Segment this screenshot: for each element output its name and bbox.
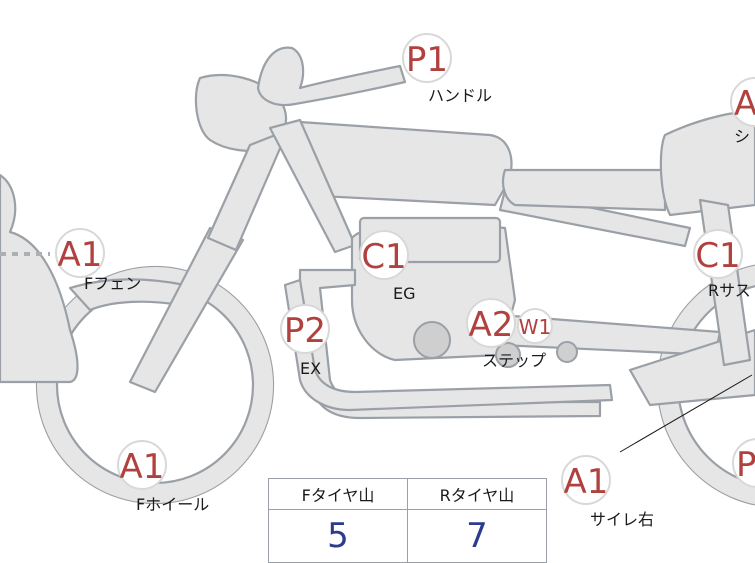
svg-text:W1: W1 <box>519 315 552 339</box>
engine-cover <box>413 321 451 359</box>
svg-text:C1: C1 <box>361 237 406 277</box>
label-handle: ハンドル <box>428 86 492 105</box>
badge-a1-silencer: A1 <box>561 455 611 505</box>
badge-a1-seat: A <box>730 77 755 127</box>
rear-tire-value: 7 <box>407 509 547 563</box>
rear-tire-header: Rタイヤ山 <box>407 478 547 510</box>
svg-text:C1: C1 <box>695 236 740 276</box>
badge-c1-rsus: C1 <box>693 229 743 279</box>
label-silencer: サイレ右 <box>590 510 654 529</box>
badge-a1-ffender: A1 <box>55 228 105 278</box>
front-fender <box>0 173 79 384</box>
seat-cowl <box>659 110 755 217</box>
label-ffender: Fフェン <box>84 274 141 293</box>
badge-a2-step: A2 <box>466 298 516 348</box>
svg-text:A1: A1 <box>120 447 165 487</box>
step-peg <box>495 342 521 368</box>
svg-text:A2: A2 <box>469 305 514 345</box>
svg-text:P1: P1 <box>406 40 448 80</box>
label-eg: EG <box>393 284 416 303</box>
badge-a1-fwheel: A1 <box>117 440 167 490</box>
tire-tread-table: Fタイヤ山 Rタイヤ山 5 7 <box>268 478 547 563</box>
exhaust-pipe-2 <box>283 278 614 412</box>
badge-p2-ex: P2 <box>280 304 330 354</box>
badge-w1-step: W1 <box>517 308 553 344</box>
svg-text:A1: A1 <box>58 235 103 275</box>
badge-p1-handle: P1 <box>402 33 452 83</box>
svg-text:A1: A1 <box>564 462 609 502</box>
label-rsus: Rサス <box>708 281 751 300</box>
label-ex: EX <box>300 359 321 378</box>
handlebar <box>256 46 407 107</box>
label-step: ステップ <box>482 351 546 370</box>
fork-upper <box>206 128 290 252</box>
badge-c1-eg: C1 <box>359 230 409 280</box>
svg-text:A: A <box>734 84 755 124</box>
label-fwheel: Fホイール <box>136 495 209 514</box>
svg-text:P: P <box>736 445 755 485</box>
silencer-leader <box>619 374 753 453</box>
step-peg-2 <box>556 341 578 363</box>
front-tire-value: 5 <box>268 509 408 563</box>
svg-text:P2: P2 <box>284 311 326 351</box>
front-tire-header: Fタイヤ山 <box>268 478 408 510</box>
seat <box>501 168 667 212</box>
label-seat: シ <box>734 127 750 146</box>
badge-p-rear: P <box>732 438 755 488</box>
